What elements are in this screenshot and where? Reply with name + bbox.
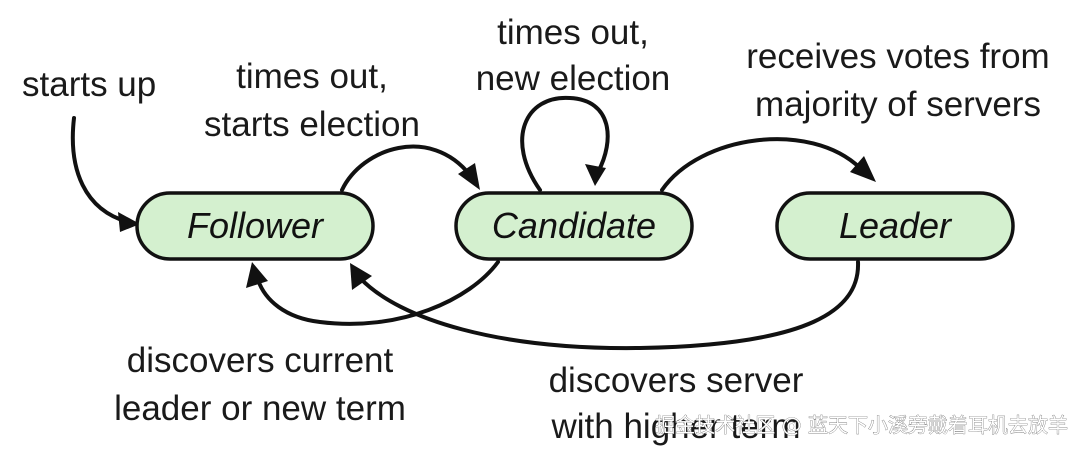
arrowhead-starts-up xyxy=(118,212,140,232)
state-follower-label: Follower xyxy=(187,205,325,246)
edge-candidate-to-leader xyxy=(660,137,862,192)
arrowhead-candidate-to-follower xyxy=(246,262,268,288)
arrowhead-candidate-to-leader xyxy=(850,156,876,182)
state-candidate-label: Candidate xyxy=(492,205,656,246)
label-discovers-server-line1: discovers server xyxy=(549,361,804,400)
label-starts-up: starts up xyxy=(22,65,156,104)
arrowhead-leader-to-follower xyxy=(350,263,372,290)
arrowhead-candidate-self-loop xyxy=(585,164,606,186)
label-receives-votes-line1: receives votes from xyxy=(746,37,1049,76)
edge-leader-to-follower xyxy=(358,260,861,351)
label-self-loop-line2: new election xyxy=(476,59,671,98)
edge-follower-to-candidate xyxy=(340,144,472,192)
edge-starts-up xyxy=(70,116,130,224)
edge-candidate-to-follower xyxy=(256,260,500,326)
state-follower: Follower xyxy=(135,191,375,261)
label-receives-votes-line2: majority of servers xyxy=(755,85,1041,124)
state-leader: Leader xyxy=(775,191,1015,261)
label-discovers-current-line2: leader or new term xyxy=(114,389,406,428)
arrowhead-follower-to-candidate xyxy=(458,163,480,190)
edge-candidate-self-loop xyxy=(520,95,610,192)
label-self-loop-line1: times out, xyxy=(497,13,649,52)
watermark-text: 掘金技术社区 @ 蓝天下小溪旁戴着耳机去放羊 xyxy=(655,413,1068,437)
state-leader-label: Leader xyxy=(839,205,953,246)
label-discovers-server-line2: with higher term xyxy=(551,407,801,446)
label-starts-election-line2: starts election xyxy=(204,105,420,144)
label-times-out-line1: times out, xyxy=(236,57,388,96)
label-discovers-current-line1: discovers current xyxy=(127,341,394,380)
state-candidate: Candidate xyxy=(454,191,694,261)
